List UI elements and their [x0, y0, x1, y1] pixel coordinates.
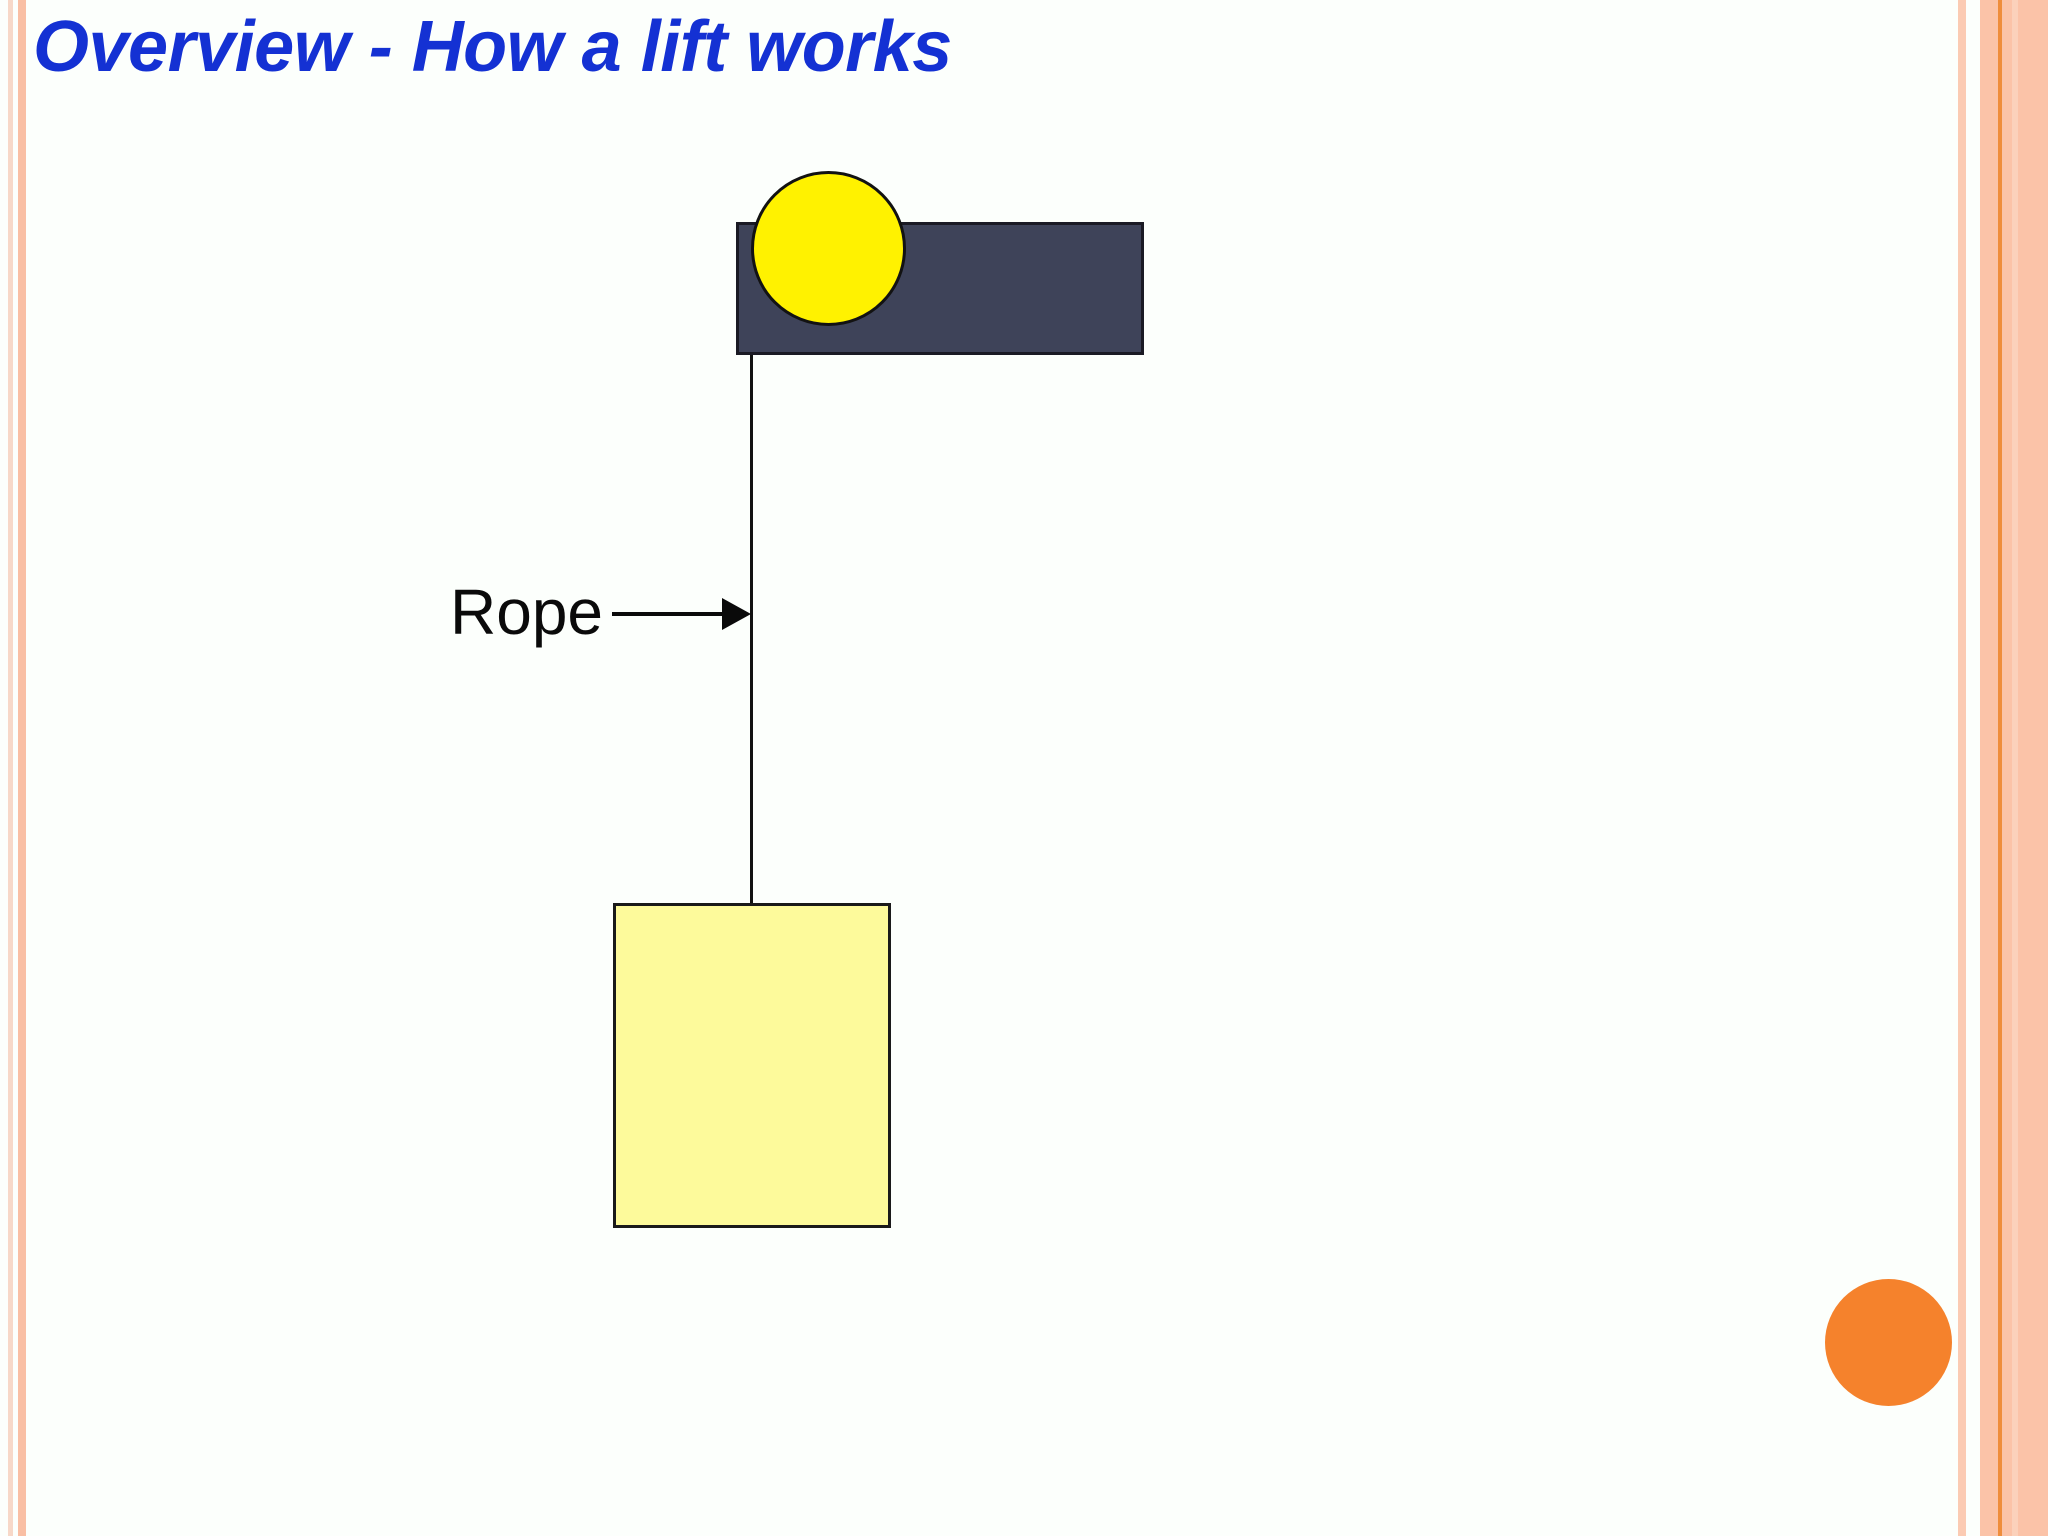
right-stripe-band-inner	[1980, 0, 1998, 1536]
right-stripe-band-mid	[2002, 0, 2012, 1536]
left-stripe-thin	[8, 0, 13, 1536]
lift-car	[613, 903, 891, 1228]
rope-pointer-arrow-shaft	[612, 612, 739, 616]
right-stripe-band-outer	[2018, 0, 2048, 1536]
rope-pointer-arrow-head-icon	[722, 598, 751, 630]
rope-label: Rope	[450, 576, 603, 648]
right-stripe-thin	[1958, 0, 1966, 1536]
right-stripe-orange-line	[1998, 0, 2002, 1536]
right-stripe-highlight	[2012, 0, 2018, 1536]
left-stripe-peach	[18, 0, 26, 1536]
pulley-wheel-icon	[751, 171, 906, 326]
orange-accent-circle	[1825, 1279, 1952, 1406]
page-title: Overview - How a lift works	[33, 7, 952, 87]
rope-line	[750, 355, 753, 907]
